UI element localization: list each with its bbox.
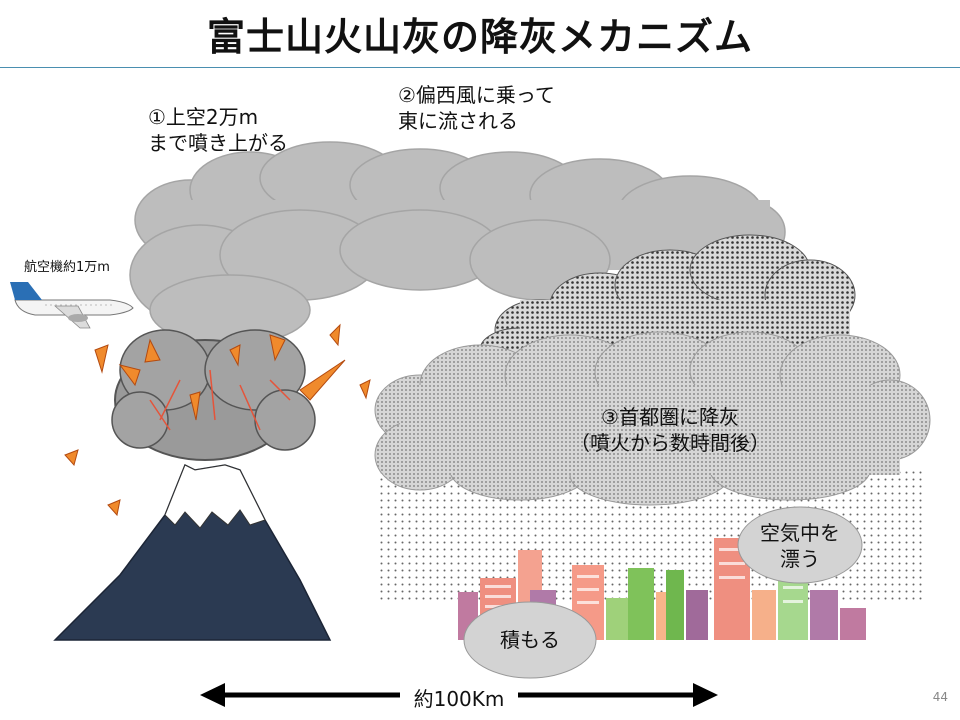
title-divider — [0, 67, 960, 68]
step3-label: ③首都圏に降灰 （噴火から数時間後） — [560, 404, 780, 456]
page-number: 44 — [932, 690, 948, 704]
bubbles — [463, 506, 863, 679]
eruption-cloud — [64, 323, 371, 517]
step1-label: ①上空2万m まで噴き上がる — [148, 104, 288, 156]
ash-plume — [129, 141, 786, 346]
step3-line2: （噴火から数時間後） — [570, 431, 770, 455]
float-line2: 漂う — [780, 547, 820, 571]
step2-label: ②偏西風に乗って 東に流される — [398, 82, 555, 134]
capital-ash-cloud — [374, 331, 931, 506]
distance-label: 約100Km — [400, 683, 518, 712]
step2-line2: 東に流される — [398, 109, 518, 133]
airplane-icon — [10, 282, 134, 329]
accumulate-label: 積もる — [500, 628, 560, 652]
step1-line2: まで噴き上がる — [148, 131, 288, 155]
step3-line1: ③首都圏に降灰 — [601, 405, 739, 429]
airplane-label: 航空機約1万m — [24, 260, 110, 275]
float-line1: 空気中を — [760, 521, 840, 545]
slide-title: 富士山火山灰の降灰メカニズム — [206, 15, 753, 59]
step2-line1: ②偏西風に乗って — [398, 83, 555, 107]
float-label: 空気中を 漂う — [738, 520, 862, 572]
step1-line1: ①上空2万m — [148, 105, 259, 129]
mount-fuji — [53, 463, 332, 641]
